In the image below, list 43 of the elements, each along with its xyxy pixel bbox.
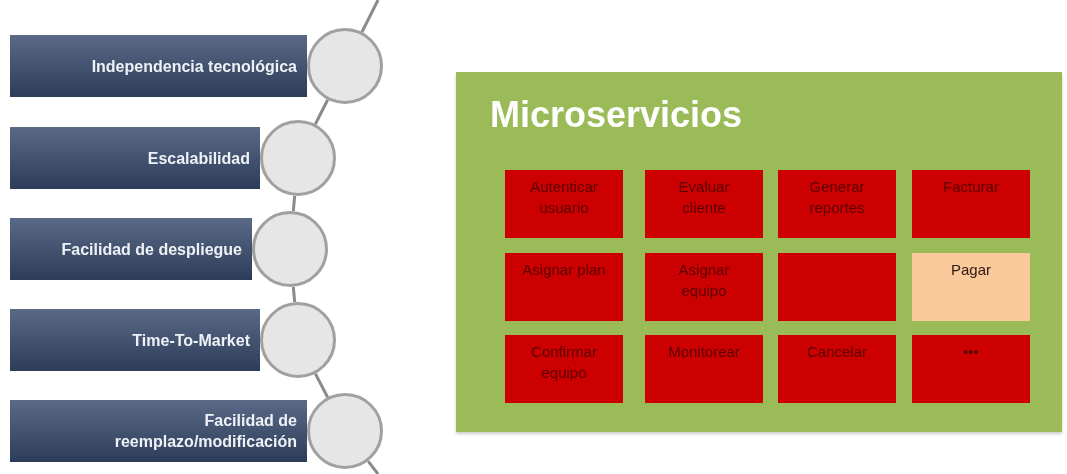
tile-label: Asignar plan (522, 260, 606, 280)
connector-line (291, 195, 297, 212)
connector-line (313, 99, 330, 125)
banner-label: Facilidad de despliegue (60, 239, 242, 260)
banner-label: Time-To-Market (131, 330, 250, 351)
banner-label: Facilidad de reemplazo/modificación (113, 411, 297, 452)
service-tile (778, 335, 896, 403)
banner-label: Independencia tecnológica (90, 56, 297, 77)
service-tile (912, 335, 1030, 403)
connector-line (291, 286, 297, 303)
tile-label: Asignar equipo (677, 260, 731, 301)
service-tile (505, 335, 623, 403)
banner (10, 309, 260, 371)
service-tile (778, 170, 896, 238)
service-tile (645, 253, 763, 321)
banner (10, 127, 260, 189)
tile-label: Confirmar equipo (530, 342, 598, 383)
banner (10, 35, 307, 97)
container-panel (456, 72, 1062, 432)
panel-title: Microservicios (490, 94, 743, 136)
tile-label: Cancelar (807, 342, 867, 362)
circle-marker (307, 28, 383, 104)
service-tile (645, 335, 763, 403)
service-tile (505, 253, 623, 321)
banner (10, 218, 252, 280)
banner (10, 400, 307, 462)
tile-label: ••• (963, 342, 979, 362)
service-tile (645, 170, 763, 238)
service-tile (505, 170, 623, 238)
tile-label: Autenticar usuario (529, 177, 599, 218)
tile-label: Evaluar cliente (677, 177, 731, 218)
banner-label: Escalabilidad (146, 148, 250, 169)
tile-label: Facturar (943, 177, 999, 197)
connector-line (366, 460, 380, 474)
circle-marker (307, 393, 383, 469)
service-tile (912, 253, 1030, 321)
connector-line (314, 373, 329, 398)
tile-label: Generar reportes (808, 177, 866, 218)
service-tile (912, 170, 1030, 238)
tile-label: Pagar (951, 260, 991, 280)
service-tile (778, 253, 896, 321)
connector-line (360, 0, 380, 33)
tile-label: Monitorear (668, 342, 740, 362)
